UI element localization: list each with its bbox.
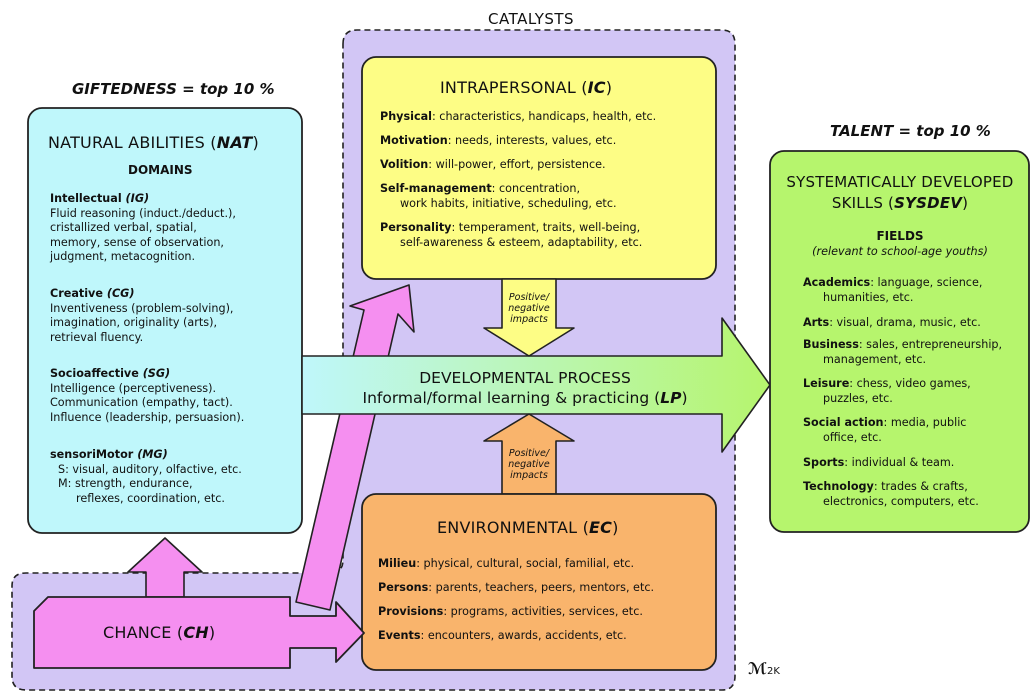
- sysdev-item-academics: Academics: language, science, humanities…: [803, 276, 983, 304]
- ec-box: [361, 493, 717, 671]
- ec-item-provisions: Provisions: programs, activities, servic…: [378, 605, 643, 618]
- developmental-process-arrow: [301, 317, 771, 453]
- nat-box: [27, 107, 303, 534]
- giftedness-label: GIFTEDNESS = top 10 %: [72, 80, 275, 98]
- ec-item-milieu: Milieu: physical, cultural, social, fami…: [378, 557, 635, 570]
- ic-item-motivation: Motivation: needs, interests, values, et…: [380, 134, 617, 147]
- nat-group-intellectual: Intellectual (IG) Fluid reasoning (induc…: [50, 192, 236, 263]
- ec-item-persons: Persons: parents, teachers, peers, mento…: [378, 581, 655, 594]
- logo-icon: ℳ2K: [748, 659, 780, 678]
- sysdev-box: [769, 150, 1030, 533]
- sysdev-item-arts: Arts: visual, drama, music, etc.: [803, 316, 981, 329]
- process-title: DEVELOPMENTAL PROCESS: [419, 369, 631, 387]
- nat-title: NATURAL ABILITIES (NAT): [48, 133, 259, 152]
- catalysts-label: CATALYSTS: [488, 10, 575, 28]
- sysdev-fields-note: (relevant to school-age youths): [812, 245, 988, 258]
- sysdev-title-line2: SKILLS (SYSDEV): [831, 194, 969, 212]
- sysdev-title-line1: SYSTEMATICALLY DEVELOPED: [786, 173, 1014, 191]
- sysdev-item-sports: Sports: individual & team.: [803, 456, 955, 469]
- ic-impact-arrow: [483, 278, 575, 357]
- ic-item-self-management: Self-management: concentration, work hab…: [380, 182, 617, 210]
- nat-group-creative: Creative (CG) Inventiveness (problem-sol…: [50, 287, 234, 344]
- sysdev-item-technology: Technology: trades & crafts, electronics…: [803, 480, 979, 508]
- ic-item-personality: Personality: temperament, traits, well-b…: [380, 221, 643, 249]
- talent-label: TALENT = top 10 %: [830, 122, 991, 140]
- chance-box: [33, 596, 365, 669]
- process-subtitle: Informal/formal learning & practicing (L…: [362, 389, 688, 407]
- nat-domains-label: DOMAINS: [128, 163, 193, 177]
- chance-title: CHANCE (CH): [103, 623, 216, 642]
- nat-group-socioaffective: Socioaffective (SG) Intelligence (percep…: [50, 367, 245, 424]
- ic-item-volition: Volition: will-power, effort, persistenc…: [380, 158, 606, 171]
- ic-item-physical: Physical: characteristics, handicaps, he…: [380, 110, 657, 123]
- sysdev-fields-label: FIELDS: [876, 229, 924, 243]
- ic-title: INTRAPERSONAL (IC): [440, 78, 613, 97]
- nat-group-sensorimotor: sensoriMotor (MG) S: visual, auditory, o…: [50, 448, 242, 505]
- sysdev-item-social-action: Social action: media, public office, etc…: [803, 416, 967, 444]
- sysdev-item-business: Business: sales, entrepreneurship, manag…: [803, 338, 1003, 366]
- sysdev-item-leisure: Leisure: chess, video games, puzzles, et…: [803, 377, 971, 405]
- ec-title: ENVIRONMENTAL (EC): [437, 518, 619, 537]
- ec-item-events: Events: encounters, awards, accidents, e…: [378, 629, 627, 642]
